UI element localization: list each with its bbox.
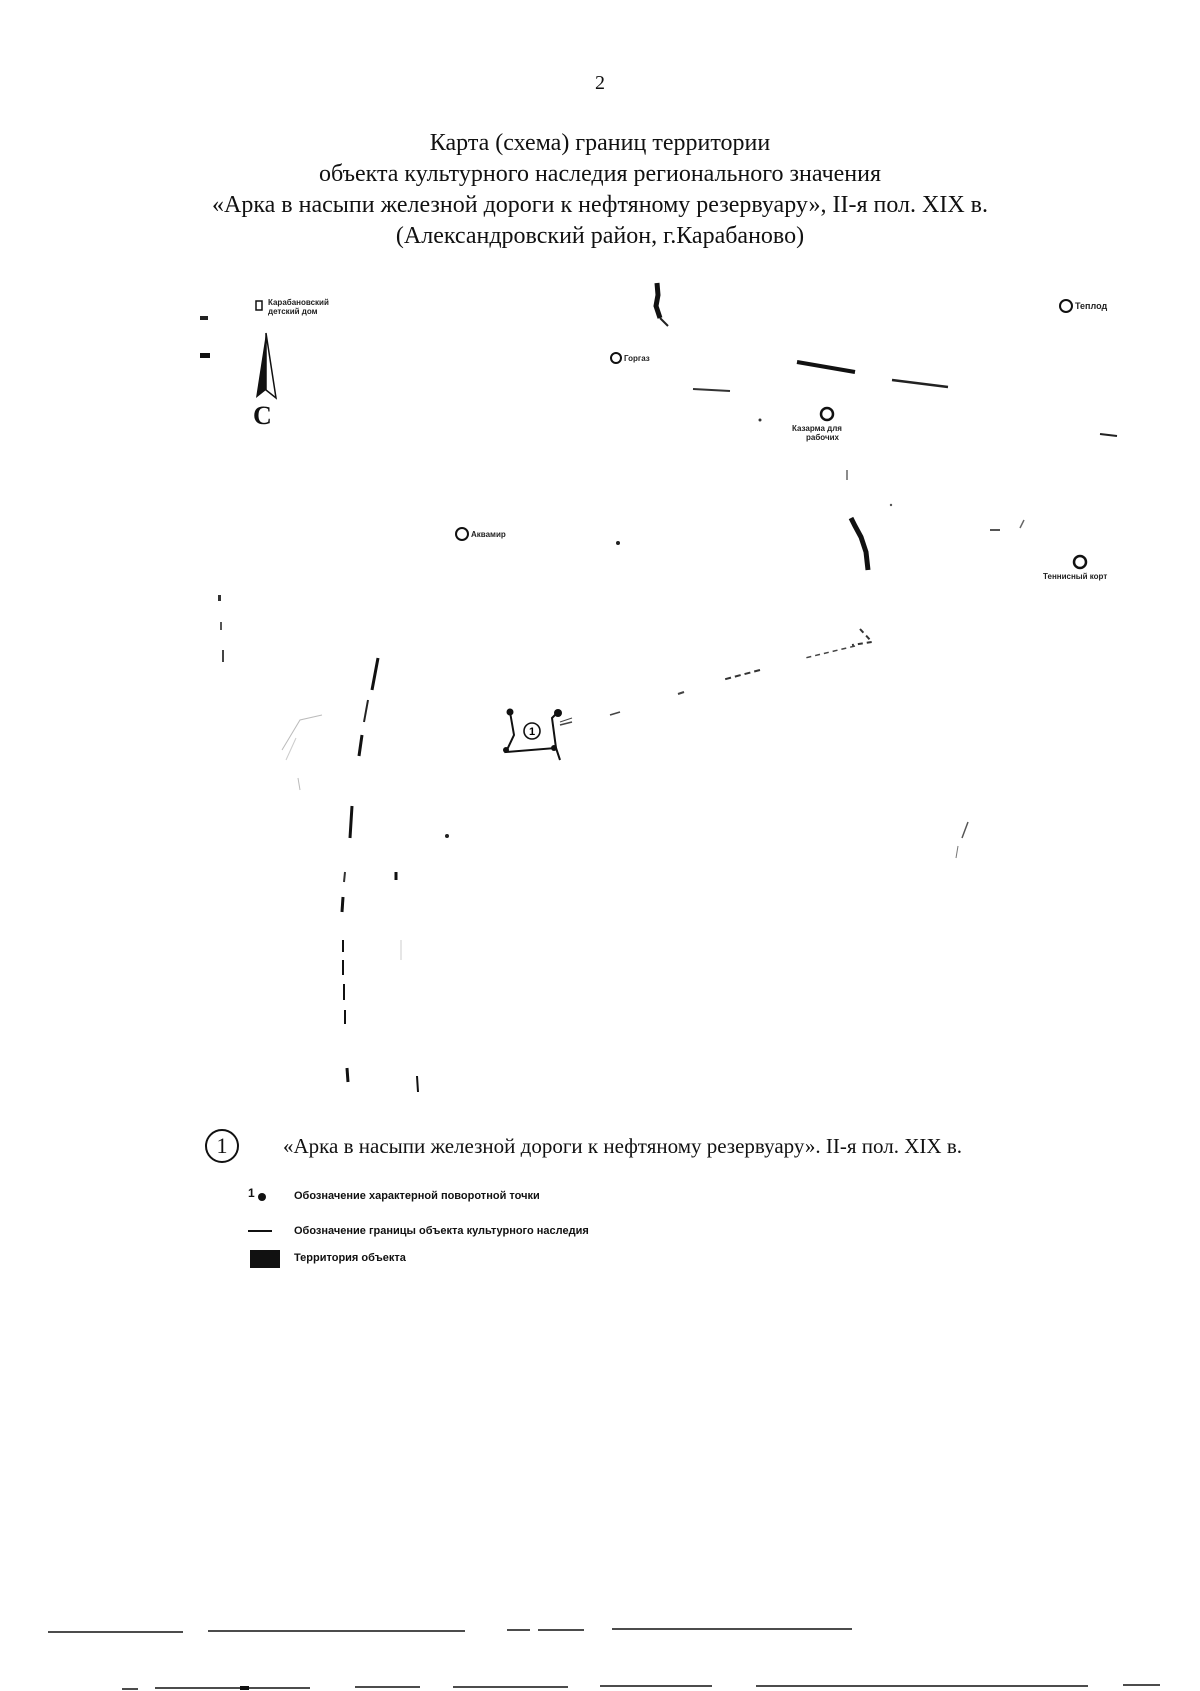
object-caption-text: «Арка в насыпи железной дороги к нефтяно… [283, 1133, 962, 1158]
label-orphanage-2: детский дом [268, 307, 318, 316]
poi-barracks-icon [819, 406, 835, 422]
poi-tennis-icon [1072, 554, 1088, 570]
label-orphanage-1: Карабановский [268, 298, 329, 307]
building-marker-icon [255, 300, 263, 311]
title-line-1: Карта (схема) границ территории [429, 130, 771, 156]
label-barracks-1: Казарма для [792, 424, 842, 433]
page-number: 2 [595, 72, 605, 94]
legend-boundary: Обозначение границы объекта культурного … [248, 1223, 589, 1239]
object-boundary-marker [503, 708, 573, 761]
label-tennis: Теннисный корт [1043, 572, 1108, 581]
object-caption: 1 «Арка в насыпи железной дороги к нефтя… [205, 1128, 962, 1164]
object-number-badge: 1 [205, 1129, 239, 1163]
title-line-2: объекта культурного наследия регионально… [318, 161, 882, 187]
north-letter: С [253, 401, 272, 430]
legend-territory: Территория объекта [248, 1250, 406, 1268]
object-marker-number: 1 [529, 726, 535, 738]
north-arrow-icon [256, 332, 278, 400]
label-gorgaz: Горгаз [624, 354, 650, 363]
turning-point-icon [248, 1186, 290, 1204]
title-line-3: «Арка в насыпи железной дороги к нефтяно… [212, 192, 988, 218]
boundary-line-icon [248, 1223, 290, 1239]
title-line-4: (Александровский район, г.Карабаново) [395, 223, 805, 249]
poi-teplod-icon [1059, 299, 1073, 313]
poi-akvamir-icon [455, 527, 469, 541]
legend-point: Обозначение характерной поворотной точки [248, 1186, 540, 1204]
label-barracks-2: рабочих [806, 433, 839, 442]
label-akvamir: Аквамир [471, 530, 506, 539]
poi-gorgaz-icon [610, 352, 622, 364]
label-teplod: Теплод [1075, 301, 1108, 311]
document-title: Карта (схема) границ территории объекта … [0, 128, 1200, 252]
territory-fill-icon [248, 1250, 290, 1268]
